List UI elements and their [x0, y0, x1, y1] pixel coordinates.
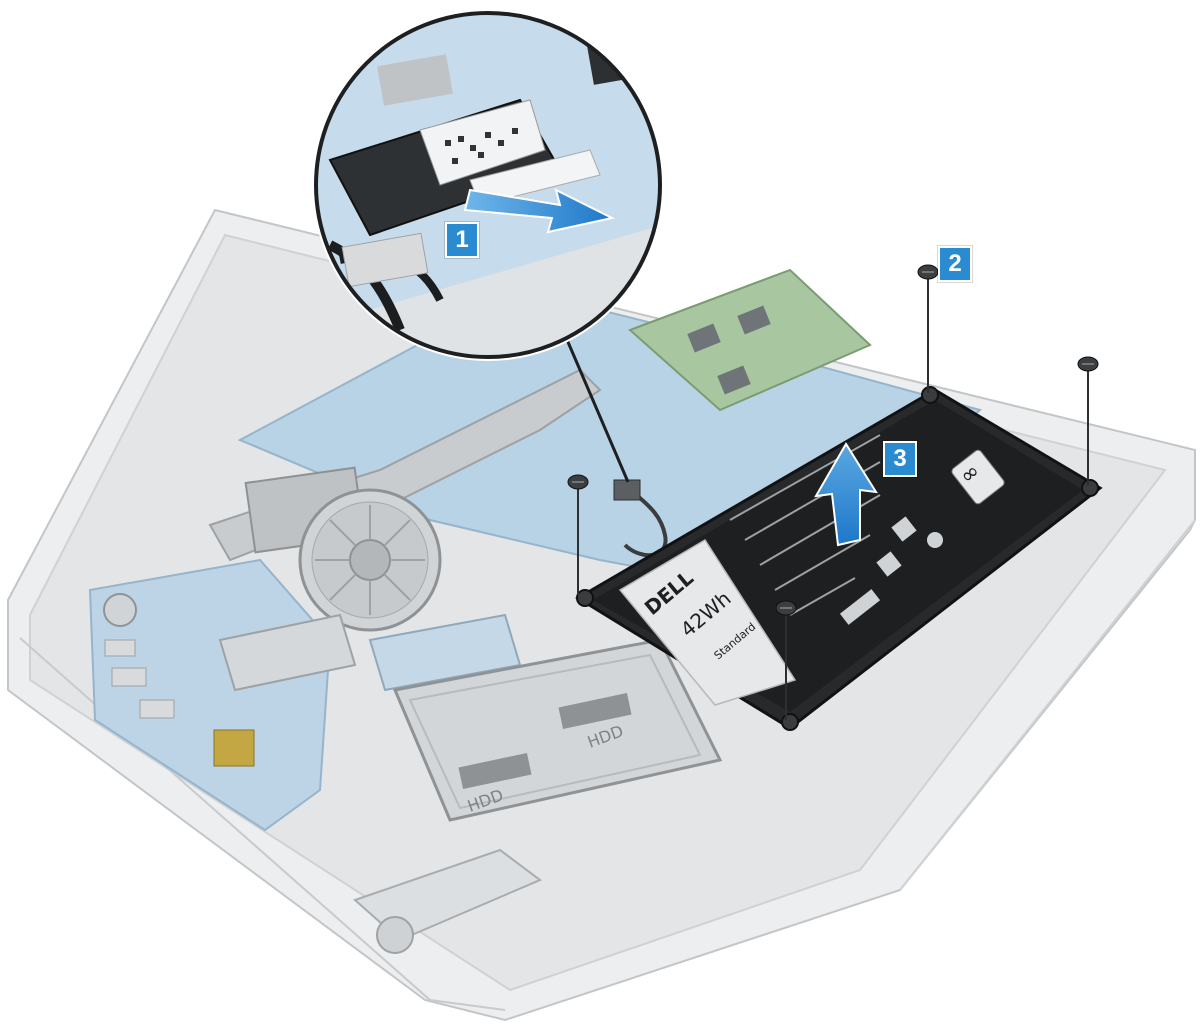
zoom-leader-line — [563, 334, 630, 483]
cert-mark-icon — [927, 532, 943, 548]
step-badge-1: 1 — [445, 222, 479, 258]
cooling-assembly — [208, 368, 602, 632]
cert-mark-icon — [876, 551, 902, 577]
screw-icon — [917, 264, 939, 280]
battery: DELL 42Wh Standard ∞ — [575, 386, 1103, 731]
ram-module — [628, 268, 872, 412]
ssd-module — [218, 613, 522, 692]
screw-icon — [775, 600, 797, 616]
pull-arrow-icon — [463, 188, 615, 234]
warning-label-icon — [839, 589, 881, 625]
lift-arrow-icon — [814, 442, 878, 547]
recycle-logo-icon — [951, 449, 1005, 505]
speaker-assembly — [353, 848, 542, 954]
battery-connector — [613, 479, 641, 501]
screw-icon — [567, 474, 589, 490]
battery-screws — [567, 264, 1099, 720]
cert-mark-icon — [891, 516, 917, 542]
step-badge-2: 2 — [938, 246, 972, 282]
screw-icon — [1077, 356, 1099, 372]
step-badge-3: 3 — [883, 441, 917, 477]
